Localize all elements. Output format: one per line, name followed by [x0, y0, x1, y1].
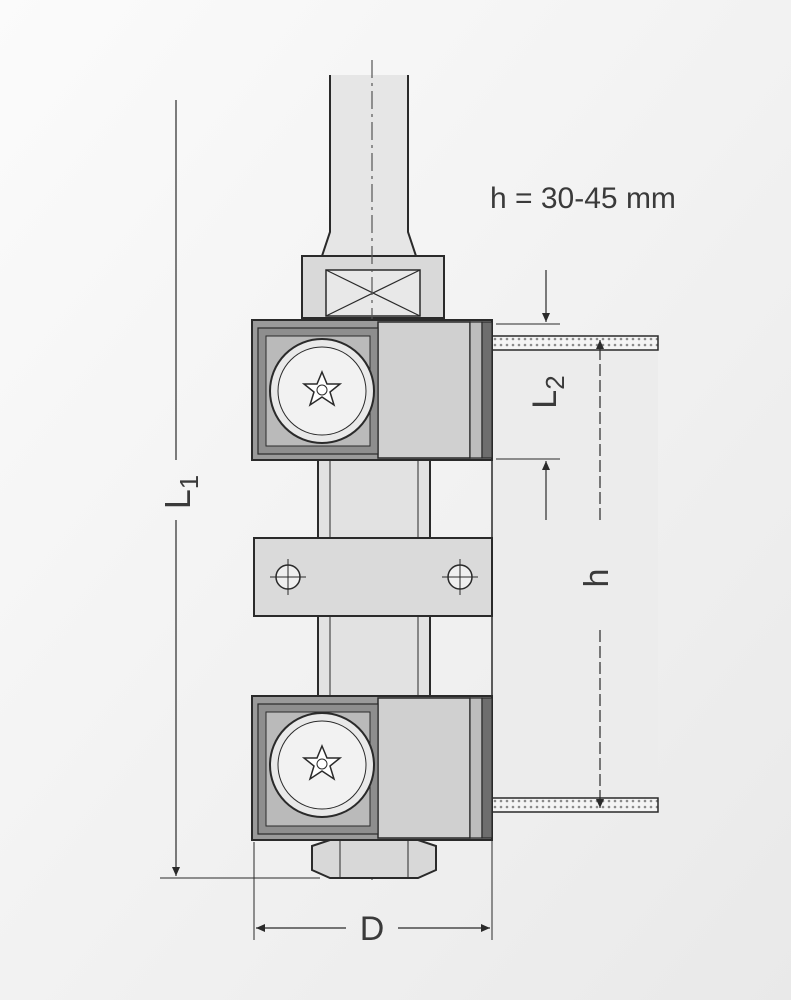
- dim-L1-label: L1: [157, 475, 204, 510]
- upper-cutter: [251, 319, 493, 461]
- torx-screw-icon: [301, 370, 343, 407]
- dim-L1: [160, 100, 320, 879]
- spacer-plate: [253, 537, 493, 617]
- torx-screw-icon: [301, 744, 343, 781]
- workpiece: [491, 335, 659, 813]
- dim-L2-label: L2: [526, 375, 570, 408]
- shank: [301, 75, 445, 319]
- dim-D: [253, 812, 493, 940]
- lower-cutter: [251, 695, 493, 841]
- h-range-note: h = 30-45 mm: [490, 182, 676, 215]
- bottom-nut: [311, 839, 437, 879]
- dim-h-label: h: [578, 569, 616, 588]
- dim-D-label: D: [360, 910, 385, 948]
- dim-L2: [496, 270, 560, 520]
